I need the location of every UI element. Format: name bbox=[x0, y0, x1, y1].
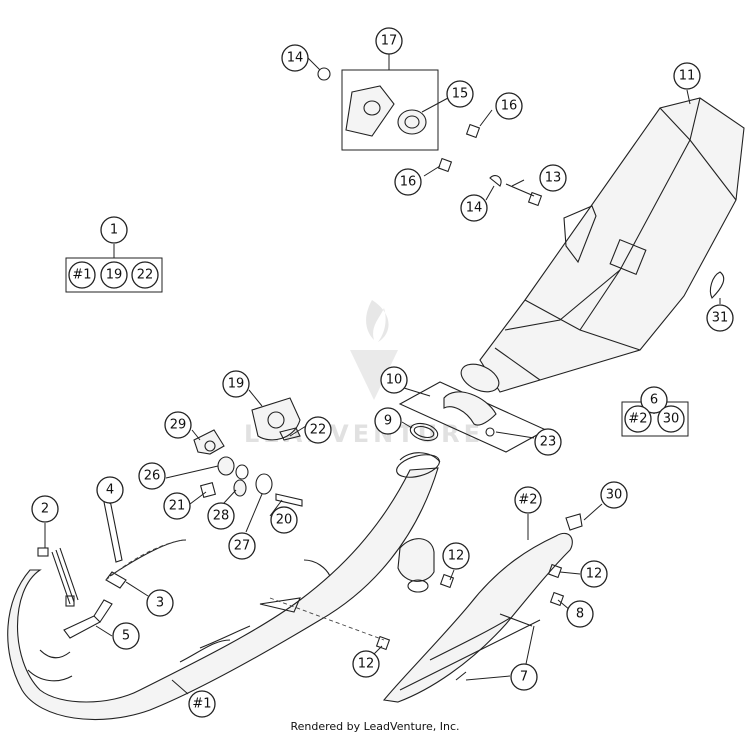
svg-text:22: 22 bbox=[310, 423, 327, 438]
callout-8: 8 bbox=[566, 600, 594, 628]
logo-v-mark bbox=[350, 350, 398, 400]
svg-text:26: 26 bbox=[144, 469, 161, 484]
callout-6: 6 bbox=[640, 386, 668, 414]
flame-logo-icon bbox=[366, 300, 389, 342]
svg-text:22: 22 bbox=[137, 268, 154, 283]
leader-lines bbox=[44, 54, 721, 695]
callout-30: 30 bbox=[600, 481, 628, 509]
callout-3: 3 bbox=[146, 589, 174, 617]
callout-kit6-heatshield: #2 bbox=[624, 405, 652, 433]
callout-heatshield: #2 bbox=[514, 486, 542, 514]
header-pipe-part bbox=[7, 452, 441, 721]
svg-text:12: 12 bbox=[448, 549, 465, 564]
svg-text:15: 15 bbox=[452, 87, 469, 102]
svg-text:#1: #1 bbox=[72, 268, 91, 283]
fastener-parts bbox=[317, 67, 725, 681]
svg-text:23: 23 bbox=[540, 435, 557, 450]
callout-22: 22 bbox=[304, 416, 332, 444]
callout-12-upper: 12 bbox=[442, 542, 470, 570]
svg-text:16: 16 bbox=[501, 99, 518, 114]
callout-14-mid: 14 bbox=[460, 194, 488, 222]
svg-text:1: 1 bbox=[110, 223, 118, 238]
svg-text:#2: #2 bbox=[518, 493, 537, 508]
svg-text:14: 14 bbox=[287, 51, 304, 66]
callout-26: 26 bbox=[138, 462, 166, 490]
svg-text:27: 27 bbox=[234, 539, 251, 554]
callout-13: 13 bbox=[539, 164, 567, 192]
callout-16-top: 16 bbox=[495, 92, 523, 120]
callout-1: 1 bbox=[100, 216, 128, 244]
callout-23: 23 bbox=[534, 428, 562, 456]
callout-14-top: 14 bbox=[281, 44, 309, 72]
callout-12-lower: 12 bbox=[352, 650, 380, 678]
callout-31: 31 bbox=[706, 304, 734, 332]
svg-text:13: 13 bbox=[545, 171, 562, 186]
callout-15: 15 bbox=[446, 80, 474, 108]
svg-text:31: 31 bbox=[712, 311, 729, 326]
svg-text:10: 10 bbox=[386, 373, 403, 388]
callout-7: 7 bbox=[510, 663, 538, 691]
gasket-part bbox=[409, 422, 439, 442]
svg-text:11: 11 bbox=[679, 69, 696, 84]
svg-text:6: 6 bbox=[650, 393, 658, 408]
callout-20: 20 bbox=[270, 506, 298, 534]
callout-19: 19 bbox=[222, 370, 250, 398]
svg-text:21: 21 bbox=[169, 499, 186, 514]
callout-12-right: 12 bbox=[580, 560, 608, 588]
svg-text:3: 3 bbox=[156, 596, 164, 611]
svg-text:28: 28 bbox=[213, 509, 230, 524]
callout-2: 2 bbox=[31, 495, 59, 523]
svg-text:29: 29 bbox=[170, 418, 187, 433]
svg-text:4: 4 bbox=[106, 483, 114, 498]
svg-text:7: 7 bbox=[520, 670, 528, 685]
callout-kit1-22: 22 bbox=[131, 261, 159, 289]
callout-11: 11 bbox=[673, 62, 701, 90]
sensor-parts bbox=[37, 499, 187, 639]
alignment-line bbox=[269, 597, 385, 641]
muffler-part bbox=[460, 97, 745, 393]
callout-4: 4 bbox=[96, 476, 124, 504]
heat-shield-part bbox=[382, 513, 583, 703]
callout-27: 27 bbox=[228, 532, 256, 560]
callout-kit6-30: 30 bbox=[657, 405, 685, 433]
svg-text:14: 14 bbox=[466, 201, 483, 216]
svg-text:#1: #1 bbox=[192, 697, 211, 712]
mount-bracket-parts bbox=[193, 397, 303, 507]
svg-text:2: 2 bbox=[41, 502, 49, 517]
render-credit: Rendered by LeadVenture, Inc. bbox=[290, 720, 460, 733]
callout-29: 29 bbox=[164, 411, 192, 439]
svg-text:30: 30 bbox=[663, 412, 680, 427]
callout-28: 28 bbox=[207, 502, 235, 530]
svg-text:17: 17 bbox=[381, 34, 398, 49]
svg-text:30: 30 bbox=[606, 488, 623, 503]
callout-kit1-header: #1 bbox=[68, 261, 96, 289]
callout-10: 10 bbox=[380, 366, 408, 394]
callout-17: 17 bbox=[375, 27, 403, 55]
svg-text:5: 5 bbox=[122, 629, 130, 644]
svg-text:12: 12 bbox=[358, 657, 375, 672]
cable-route-line bbox=[105, 539, 185, 581]
svg-text:12: 12 bbox=[586, 567, 603, 582]
svg-text:16: 16 bbox=[400, 175, 417, 190]
svg-text:19: 19 bbox=[228, 377, 245, 392]
svg-text:19: 19 bbox=[106, 268, 123, 283]
callout-5: 5 bbox=[112, 622, 140, 650]
callout-16-mid: 16 bbox=[394, 168, 422, 196]
svg-text:9: 9 bbox=[384, 414, 392, 429]
svg-text:8: 8 bbox=[576, 607, 584, 622]
svg-text:20: 20 bbox=[276, 513, 293, 528]
callout-21: 21 bbox=[163, 492, 191, 520]
callout-9: 9 bbox=[374, 407, 402, 435]
kit-17-box bbox=[341, 69, 439, 151]
callout-header: #1 bbox=[188, 690, 216, 718]
svg-text:#2: #2 bbox=[628, 412, 647, 427]
flange-parts bbox=[345, 85, 427, 137]
callout-kit1-19: 19 bbox=[100, 261, 128, 289]
